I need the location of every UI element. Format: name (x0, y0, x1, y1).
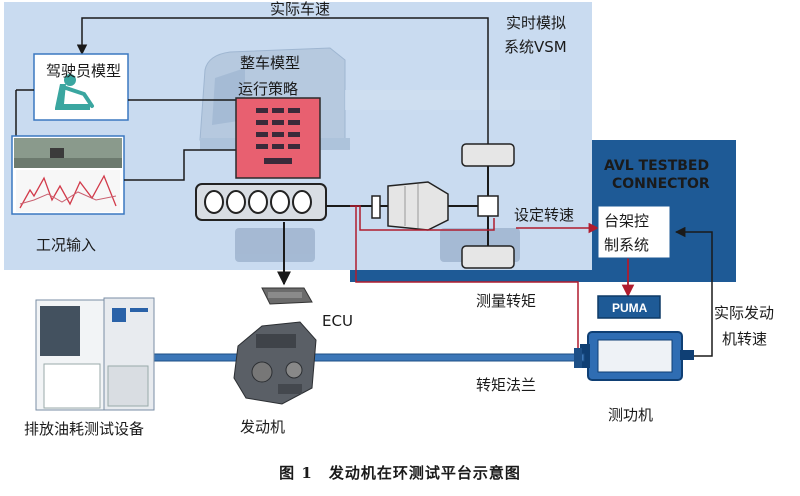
driver-model-label: 驾驶员模型 (46, 62, 121, 80)
vehicle-model-label-1: 整车模型 (240, 54, 300, 72)
puma-box (597, 295, 661, 319)
bench-control-label-1: 台架控 (604, 212, 649, 230)
dynamometer-label: 测功机 (608, 406, 653, 424)
puma-label: PUMA (612, 301, 648, 315)
engine-icon (233, 321, 317, 405)
actual-engine-speed-line (674, 226, 713, 357)
condition-to-vehicle-line (124, 149, 236, 181)
avl-label-1: AVL TESTBED (604, 158, 709, 174)
ecu-module (261, 287, 313, 305)
figure-caption: 图 1 发动机在环测试平台示意图 (279, 464, 521, 482)
realtime-sim-label-2: 系统VSM (504, 38, 567, 56)
wheel-front (461, 143, 515, 167)
driver-model-box (33, 53, 129, 121)
realtime-sim-label-1: 实时模拟 (506, 14, 566, 32)
set-speed-label: 设定转速 (514, 206, 574, 224)
actual-speed-line (76, 17, 489, 144)
wheel-rear (461, 245, 515, 269)
actual-engine-speed-label-2: 机转速 (722, 330, 767, 348)
measured-torque-line (355, 206, 579, 350)
actual-vehicle-speed-label: 实际车速 (270, 0, 330, 18)
ecu-label: ECU (322, 312, 353, 330)
condition-input-label: 工况输入 (36, 236, 96, 254)
condition-input-screen (11, 135, 125, 215)
test-shaft (151, 353, 585, 362)
emission-equipment-label: 排放油耗测试设备 (24, 420, 144, 438)
vehicle-model-panel (235, 97, 321, 179)
actual-engine-speed-label-1: 实际发动 (714, 304, 774, 322)
dynamometer (580, 331, 694, 381)
bench-control-box (597, 205, 671, 259)
avl-label-2: CONNECTOR (612, 176, 710, 192)
vehicle-model-label-2: 运行策略 (238, 80, 298, 98)
clutch-disc (371, 195, 381, 219)
measured-torque-label: 测量转矩 (476, 292, 536, 310)
gearbox (387, 181, 449, 231)
torque-flange-label: 转矩法兰 (476, 376, 536, 394)
bench-control-label-2: 制系统 (604, 236, 649, 254)
driver-seat-icon (55, 74, 94, 110)
emission-equipment (35, 297, 155, 411)
engine-block (195, 183, 327, 221)
torque-flange (574, 348, 582, 368)
differential (477, 195, 499, 217)
engine-label: 发动机 (240, 418, 285, 436)
